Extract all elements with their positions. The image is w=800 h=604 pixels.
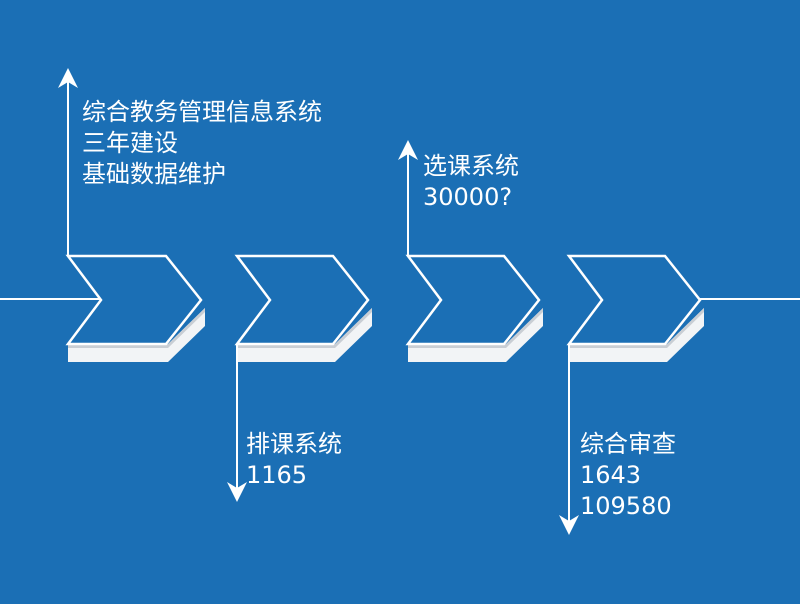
stage-4-label: 综合审查 1643 109580 bbox=[580, 429, 676, 522]
stage-2-title: 排课系统 bbox=[246, 430, 342, 458]
stage-2-label: 排课系统 1165 bbox=[246, 429, 342, 491]
chevron-1-face bbox=[65, 254, 203, 346]
stage-1-line-3: 基础数据维护 bbox=[82, 160, 226, 188]
stage-1-title: 综合教务管理信息系统 bbox=[82, 98, 322, 126]
chevron-1 bbox=[65, 254, 205, 362]
stage-3-value: 30000? bbox=[423, 183, 513, 211]
stage-1-line-2: 三年建设 bbox=[82, 129, 178, 157]
chevron-1-side bbox=[68, 308, 205, 362]
stage-3-label: 选课系统 30000? bbox=[423, 151, 519, 213]
stage-4-title: 综合审查 bbox=[580, 430, 676, 458]
chevron-3-side bbox=[408, 308, 543, 362]
chevron-3 bbox=[405, 254, 543, 362]
chevron-4-side bbox=[569, 308, 704, 362]
stage-1-label: 综合教务管理信息系统 三年建设 基础数据维护 bbox=[82, 97, 322, 190]
chevron-2-face bbox=[234, 254, 370, 346]
chevron-4-face bbox=[566, 254, 702, 346]
chevron-2 bbox=[234, 254, 372, 362]
stage-4-value-1: 1643 bbox=[580, 461, 642, 489]
chevron-4 bbox=[566, 254, 704, 362]
chevron-2-side bbox=[237, 308, 372, 362]
stage-4-value-2: 109580 bbox=[580, 492, 672, 520]
stage-3-title: 选课系统 bbox=[423, 152, 519, 180]
stage-2-value: 1165 bbox=[246, 461, 308, 489]
chevron-3-face bbox=[405, 254, 541, 346]
